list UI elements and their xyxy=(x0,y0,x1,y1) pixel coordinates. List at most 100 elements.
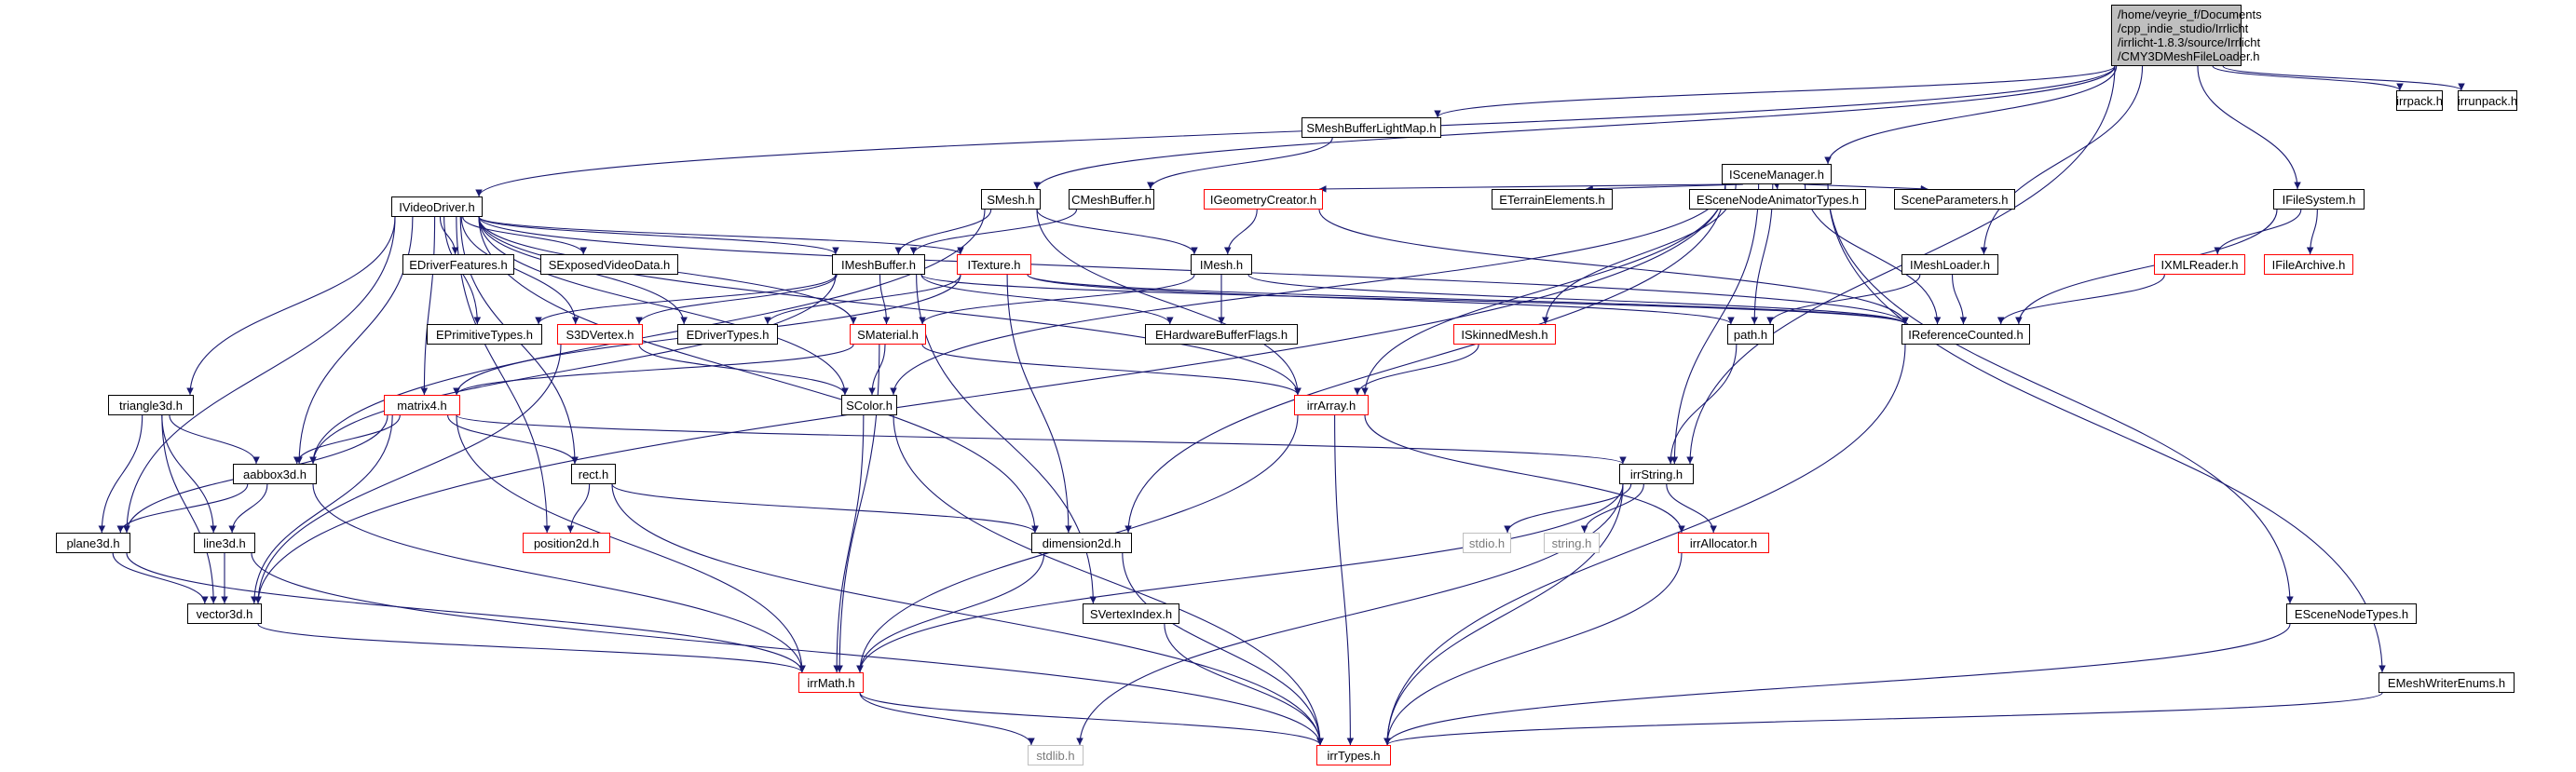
node-escenenodeanimatortypes[interactable]: ESceneNodeAnimatorTypes.h xyxy=(1689,189,1866,210)
node-ixmlreader[interactable]: IXMLReader.h xyxy=(2154,254,2245,275)
edge-triangle3d-to-vector3d xyxy=(161,414,217,604)
edge-iscenemanager-to-scolor xyxy=(890,183,1726,396)
edge-root-to-ifilesystem xyxy=(2197,65,2301,190)
node-edriverfeatures[interactable]: EDriverFeatures.h xyxy=(402,254,514,275)
node-svertexindex[interactable]: SVertexIndex.h xyxy=(1083,603,1179,624)
edge-iscenemanager-to-escenenodetypes xyxy=(1827,183,2294,604)
node-irrallocator[interactable]: irrAllocator.h xyxy=(1678,533,1769,553)
node-eprimitivetypes[interactable]: EPrimitiveTypes.h xyxy=(427,324,542,345)
node-plane3d[interactable]: plane3d.h xyxy=(56,533,130,553)
node-irrtypes[interactable]: irrTypes.h xyxy=(1316,745,1391,765)
node-emeshwriterenums[interactable]: EMeshWriterEnums.h xyxy=(2378,672,2515,693)
node-ehardwarebufferflags[interactable]: EHardwareBufferFlags.h xyxy=(1145,324,1298,345)
edge-plane3d-to-vector3d xyxy=(112,552,209,604)
root-line-4: /CMY3DMeshFileLoader.h xyxy=(2118,49,2260,63)
node-iskinnedmesh[interactable]: ISkinnedMesh.h xyxy=(1453,324,1556,345)
node-dimension2d[interactable]: dimension2d.h xyxy=(1031,533,1132,553)
node-smaterial[interactable]: SMaterial.h xyxy=(850,324,926,345)
edge-itexture-to-dimension2d xyxy=(1006,274,1072,534)
node-cmeshbuffer[interactable]: CMeshBuffer.h xyxy=(1069,189,1154,210)
edge-smaterial-to-matrix4 xyxy=(453,344,854,396)
node-eterrainelements[interactable]: ETerrainElements.h xyxy=(1492,189,1613,210)
edge-aabbox3d-to-irrmath xyxy=(312,483,806,673)
edge-imeshbuffer-to-eprimitivetypes xyxy=(535,274,837,325)
edge-iscenemanager-to-eterrainelements xyxy=(1586,183,1743,193)
edge-root-to-iscenemanager xyxy=(1824,65,2118,165)
edge-svertexindex-to-irrtypes xyxy=(1164,623,1324,746)
node-position2d[interactable]: position2d.h xyxy=(523,533,610,553)
edge-matrix4-to-rect xyxy=(447,414,579,465)
edge-scolor-to-irrtypes xyxy=(893,414,1324,746)
node-ireferencecounted[interactable]: IReferenceCounted.h xyxy=(1901,324,2030,345)
node-vector3d[interactable]: vector3d.h xyxy=(187,603,262,624)
edge-root-to-imeshloader xyxy=(1980,65,2144,255)
node-ifilesystem[interactable]: IFileSystem.h xyxy=(2273,189,2365,210)
edge-itexture-to-ireferencecounted xyxy=(1027,274,1909,325)
edge-matrix4-to-irrmath xyxy=(456,414,806,673)
node-sceneparameters[interactable]: SceneParameters.h xyxy=(1894,189,2015,210)
node-edrivertypes[interactable]: EDriverTypes.h xyxy=(677,324,778,345)
edge-rect-to-irrtypes xyxy=(611,483,1324,746)
edge-aabbox3d-to-plane3d xyxy=(116,483,249,534)
edge-ifilesystem-to-ireferencecounted xyxy=(2015,209,2278,325)
node-itexture[interactable]: ITexture.h xyxy=(957,254,1031,275)
node-triangle3d[interactable]: triangle3d.h xyxy=(108,395,194,415)
node-irrarray[interactable]: irrArray.h xyxy=(1294,395,1369,415)
node-root-file[interactable]: /home/veyrie_f/Documents /cpp_indie_stud… xyxy=(2111,5,2262,66)
node-ifilearchive[interactable]: IFileArchive.h xyxy=(2264,254,2353,275)
edge-iscenemanager-to-irrstring xyxy=(1670,183,1760,465)
edge-rect-to-position2d xyxy=(566,483,591,534)
node-s3dvertex[interactable]: S3DVertex.h xyxy=(557,324,643,345)
node-matrix4[interactable]: matrix4.h xyxy=(384,395,460,415)
edge-imesh-to-ireferencecounted xyxy=(1247,274,1909,325)
edge-ivideodriver-to-edriverfeatures xyxy=(439,216,459,255)
edge-smaterial-to-irrmath xyxy=(836,344,880,673)
edge-smesh-to-aabbox3d xyxy=(309,209,986,465)
edge-iskinnedmesh-to-irrarray xyxy=(1354,344,1479,396)
edge-dimension2d-to-irrmath xyxy=(856,552,1045,673)
root-line-1: /home/veyrie_f/Documents xyxy=(2118,7,2262,21)
edge-ivideodriver-to-imeshbuffer xyxy=(478,216,839,255)
node-imeshbuffer[interactable]: IMeshBuffer.h xyxy=(832,254,925,275)
node-path[interactable]: path.h xyxy=(1727,324,1774,345)
node-sexposedvideodata[interactable]: SExposedVideoData.h xyxy=(540,254,678,275)
node-irrstring[interactable]: irrString.h xyxy=(1619,464,1694,484)
node-imeshloader[interactable]: IMeshLoader.h xyxy=(1901,254,1998,275)
edge-iscenemanager-to-vector3d xyxy=(254,183,1726,604)
node-stdlib[interactable]: stdlib.h xyxy=(1028,745,1084,765)
node-smesh[interactable]: SMesh.h xyxy=(981,189,1041,210)
node-iscenemanager[interactable]: ISceneManager.h xyxy=(1722,164,1832,184)
node-irrunpack[interactable]: irrunpack.h xyxy=(2458,90,2517,111)
edge-root-to-irrunpack xyxy=(2222,65,2465,91)
edge-plane3d-to-irrmath xyxy=(126,552,806,673)
edge-ivideodriver-to-s3dvertex xyxy=(460,216,579,325)
edge-iscenemanager-to-irrarray xyxy=(1361,183,1726,396)
node-stdio[interactable]: stdio.h xyxy=(1463,533,1511,553)
node-rect[interactable]: rect.h xyxy=(571,464,616,484)
node-scolor[interactable]: SColor.h xyxy=(841,395,897,415)
node-escenenodetypes[interactable]: ESceneNodeTypes.h xyxy=(2286,603,2417,624)
node-smeshbufferlightmap[interactable]: SMeshBufferLightMap.h xyxy=(1302,117,1441,138)
node-aabbox3d[interactable]: aabbox3d.h xyxy=(233,464,317,484)
node-imesh[interactable]: IMesh.h xyxy=(1191,254,1252,275)
edge-ireferencecounted-to-irrtypes xyxy=(1383,344,1906,746)
node-ivideodriver[interactable]: IVideoDriver.h xyxy=(391,196,483,217)
edge-imeshbuffer-to-s3dvertex xyxy=(635,274,838,325)
edge-path-to-irrstring xyxy=(1667,344,1738,465)
node-line3d[interactable]: line3d.h xyxy=(194,533,255,553)
node-string[interactable]: string.h xyxy=(1544,533,1600,553)
edge-matrix4-to-aabbox3d xyxy=(293,414,401,465)
edge-itexture-to-path xyxy=(1027,274,1735,325)
edge-scolor-to-irrmath xyxy=(833,414,865,673)
edge-emeshwriterenums-to-irrtypes xyxy=(1383,692,2383,746)
edge-root-to-irrpack xyxy=(2212,65,2404,91)
root-line-3: /irrlicht-1.8.3/source/Irrlicht xyxy=(2118,35,2261,49)
edge-iscenemanager-to-sceneparameters xyxy=(1803,183,1929,193)
edge-root-to-smeshbufferlightmap xyxy=(1434,65,2116,118)
node-irrpack[interactable]: irrpack.h xyxy=(2396,90,2443,111)
node-irrmath[interactable]: irrMath.h xyxy=(798,672,864,693)
edge-ifilesystem-to-ifilearchive xyxy=(2306,209,2318,255)
node-igeometrycreator[interactable]: IGeometryCreator.h xyxy=(1204,189,1323,210)
edge-iscenemanager-to-igeometrycreator xyxy=(1318,183,1726,193)
